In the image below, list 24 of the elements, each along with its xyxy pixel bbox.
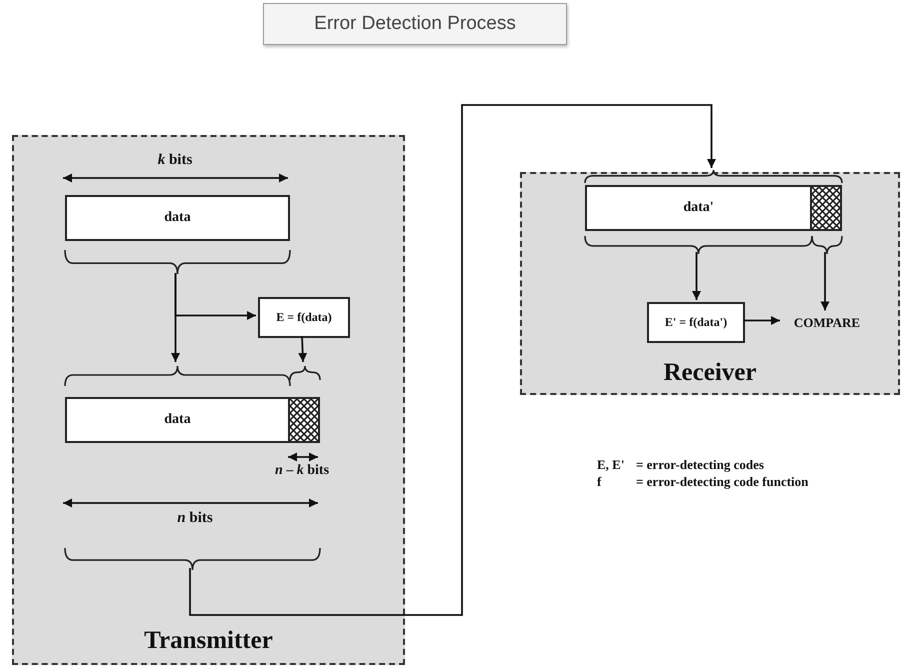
field-text: data' bbox=[682, 199, 715, 217]
annotation-text: E, E' bbox=[597, 457, 626, 473]
function-box: E' = f(data') bbox=[647, 302, 745, 343]
annotation-text: f bbox=[597, 474, 602, 490]
arrow bbox=[820, 252, 830, 310]
title-banner: Error Detection Process bbox=[263, 3, 567, 45]
panel-title: Transmitter bbox=[143, 627, 274, 655]
arrow bbox=[692, 252, 701, 300]
annotation-text: n bits bbox=[176, 510, 214, 527]
dashed-panel bbox=[12, 135, 405, 665]
annotation-text: = error-detecting code function bbox=[636, 474, 810, 490]
function-box: E = f(data) bbox=[258, 297, 350, 338]
arrow bbox=[189, 104, 716, 616]
panel-title: Receiver bbox=[662, 359, 758, 387]
annotation-text: n – k bits bbox=[274, 463, 330, 479]
arrow bbox=[298, 336, 308, 362]
dashed-panel bbox=[520, 172, 900, 395]
annotation-text: k bits bbox=[156, 152, 194, 169]
arrow bbox=[743, 316, 780, 325]
field-text: data bbox=[163, 209, 192, 227]
annotation-text: = error-detecting codes bbox=[636, 457, 765, 473]
arrow bbox=[174, 273, 256, 320]
field-text: data bbox=[163, 411, 192, 429]
compare-label: COMPARE bbox=[782, 312, 872, 332]
